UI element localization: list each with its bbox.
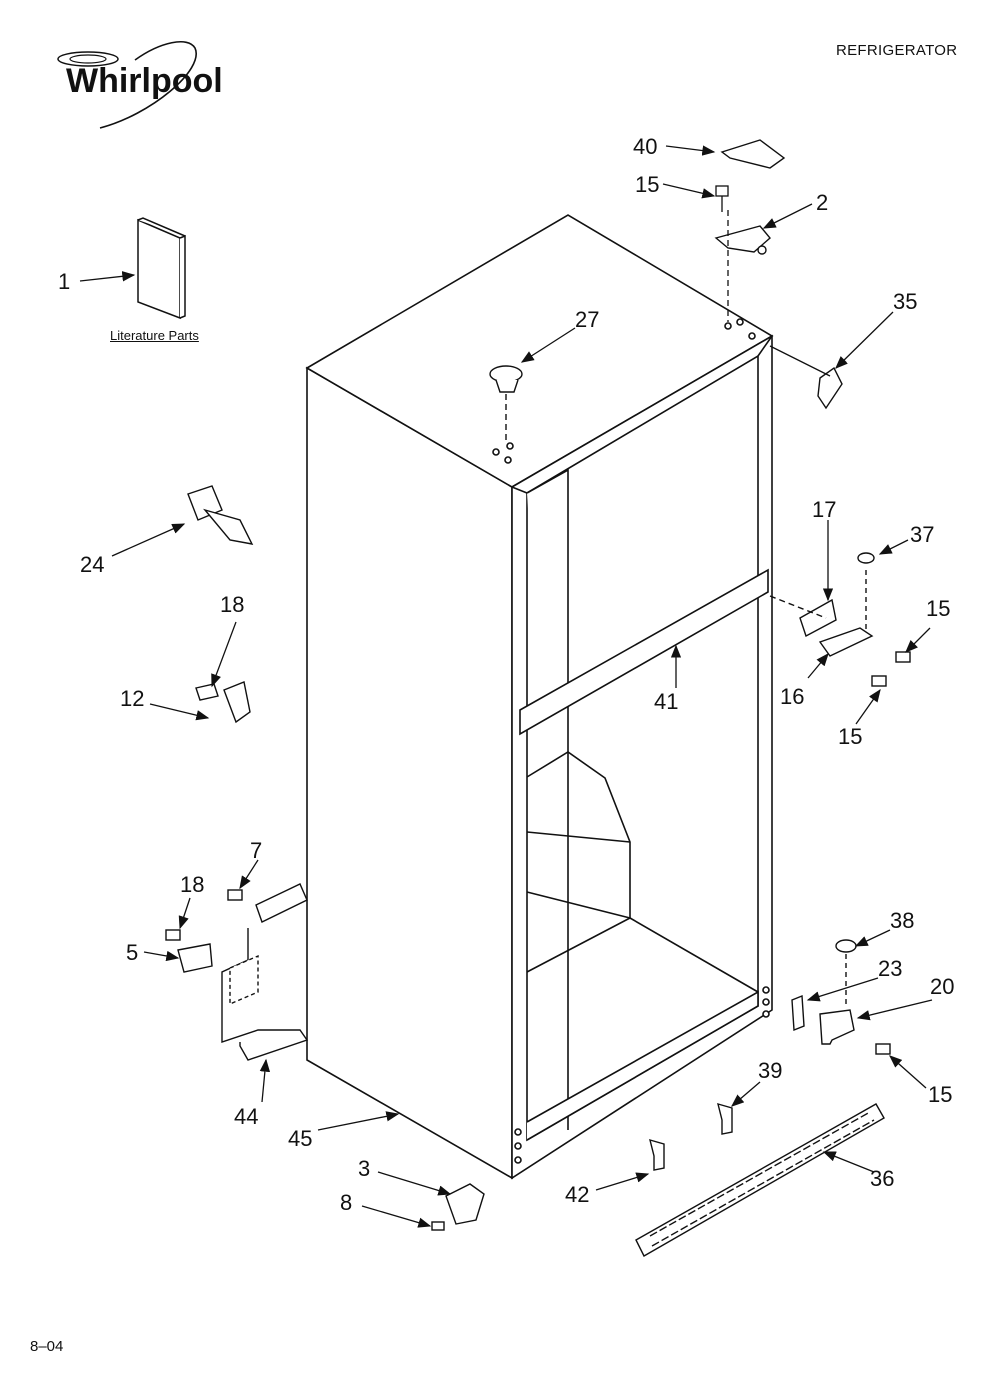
callout-27: 27 [575,307,599,332]
refrigerator-cabinet [305,214,774,1180]
screw-top [715,185,729,322]
middle-hinge [769,552,911,687]
plug-button [489,365,523,440]
hinge-cover [817,366,843,410]
bottom-hinge-lower-left [165,889,243,973]
grille-clip-42 [649,1138,665,1171]
hinge-pin-top [720,139,786,169]
callout-7: 7 [250,838,262,863]
door-stop [187,485,254,545]
callout-41: 41 [654,689,678,714]
callout-18-upper: 18 [220,592,244,617]
callout-16: 16 [780,684,804,709]
callout-numbers: 1 2 3 5 7 8 12 15 15 15 15 16 17 18 18 2… [58,134,954,1215]
callout-44: 44 [234,1104,258,1129]
callout-38: 38 [890,908,914,933]
top-hinge [714,225,771,255]
callout-20: 20 [930,974,954,999]
callout-36: 36 [870,1166,894,1191]
callout-15-bottom: 15 [928,1082,952,1107]
bottom-hinge [791,939,891,1055]
callout-15-mid-lower: 15 [838,724,862,749]
page-title: REFRIGERATOR [836,42,958,59]
callout-24: 24 [80,552,104,577]
callout-15-top: 15 [635,172,659,197]
callout-1: 1 [58,269,70,294]
callout-35: 35 [893,289,917,314]
callout-40: 40 [633,134,657,159]
callout-39: 39 [758,1058,782,1083]
callout-15-mid-right: 15 [926,596,950,621]
callout-23: 23 [878,956,902,981]
revision-code: 8–04 [30,1338,64,1355]
leveling-leg [431,1183,485,1231]
whirlpool-logo: Whirlpool [57,40,223,129]
callout-5: 5 [126,940,138,965]
callout-42: 42 [565,1182,589,1207]
base-grille [635,1103,885,1257]
callout-8: 8 [340,1190,352,1215]
callout-18-lower: 18 [180,872,204,897]
leader-lines [79,145,933,1228]
logo-wordmark: Whirlpool [66,62,223,100]
literature-booklet [137,217,186,320]
door-closer-bracket [195,681,251,724]
callout-2: 2 [816,190,828,215]
literature-parts-caption: Literature Parts [110,328,199,343]
callout-12: 12 [120,686,144,711]
callout-3: 3 [358,1156,370,1181]
callout-45: 45 [288,1126,312,1151]
rear-mounting-bracket [221,883,309,1061]
callout-17: 17 [812,497,836,522]
callout-37: 37 [910,522,934,547]
grille-clip-39 [717,1102,733,1135]
